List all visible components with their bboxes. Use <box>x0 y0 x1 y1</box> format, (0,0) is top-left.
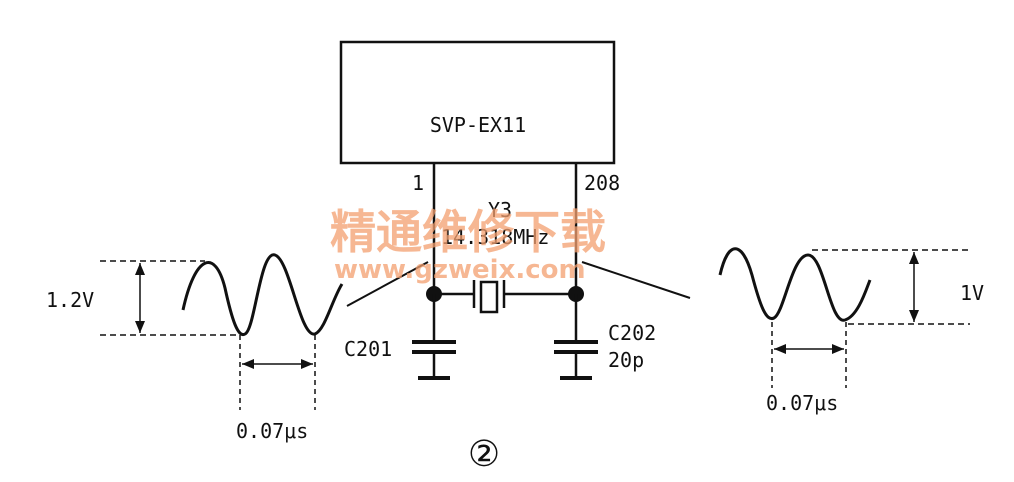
capacitor-c202 <box>554 294 598 380</box>
right-amplitude-marker <box>812 249 970 325</box>
crystal-value: 14.318MHz <box>441 225 549 249</box>
figure-number: ② <box>468 434 500 475</box>
c202-label: C202 <box>608 321 656 345</box>
pointer-left <box>346 261 429 307</box>
watermark-title: 精通维修下载 <box>330 205 606 259</box>
left-period-label: 0.07μs <box>236 419 308 443</box>
left-amplitude-label: 1.2V <box>46 288 94 312</box>
left-period-marker <box>239 335 316 410</box>
watermark-url: www.gzweix.com <box>334 255 586 285</box>
capacitor-c201 <box>412 294 456 380</box>
c201-label: C201 <box>344 337 392 361</box>
crystal-ref: Y3 <box>488 198 512 222</box>
right-period-label: 0.07μs <box>766 391 838 415</box>
pin-1-label: 1 <box>412 171 424 195</box>
right-amplitude-label: 1V <box>960 281 984 305</box>
right-period-marker <box>771 322 847 388</box>
waveform-right <box>718 247 872 322</box>
chip-label: SVP-EX11 <box>430 113 526 137</box>
chip-box <box>339 40 616 165</box>
c202-value: 20p <box>608 348 644 372</box>
pointer-right <box>581 261 691 299</box>
pin-208-label: 208 <box>584 171 620 195</box>
waveform-left <box>181 253 344 336</box>
left-amplitude-marker <box>100 260 240 336</box>
